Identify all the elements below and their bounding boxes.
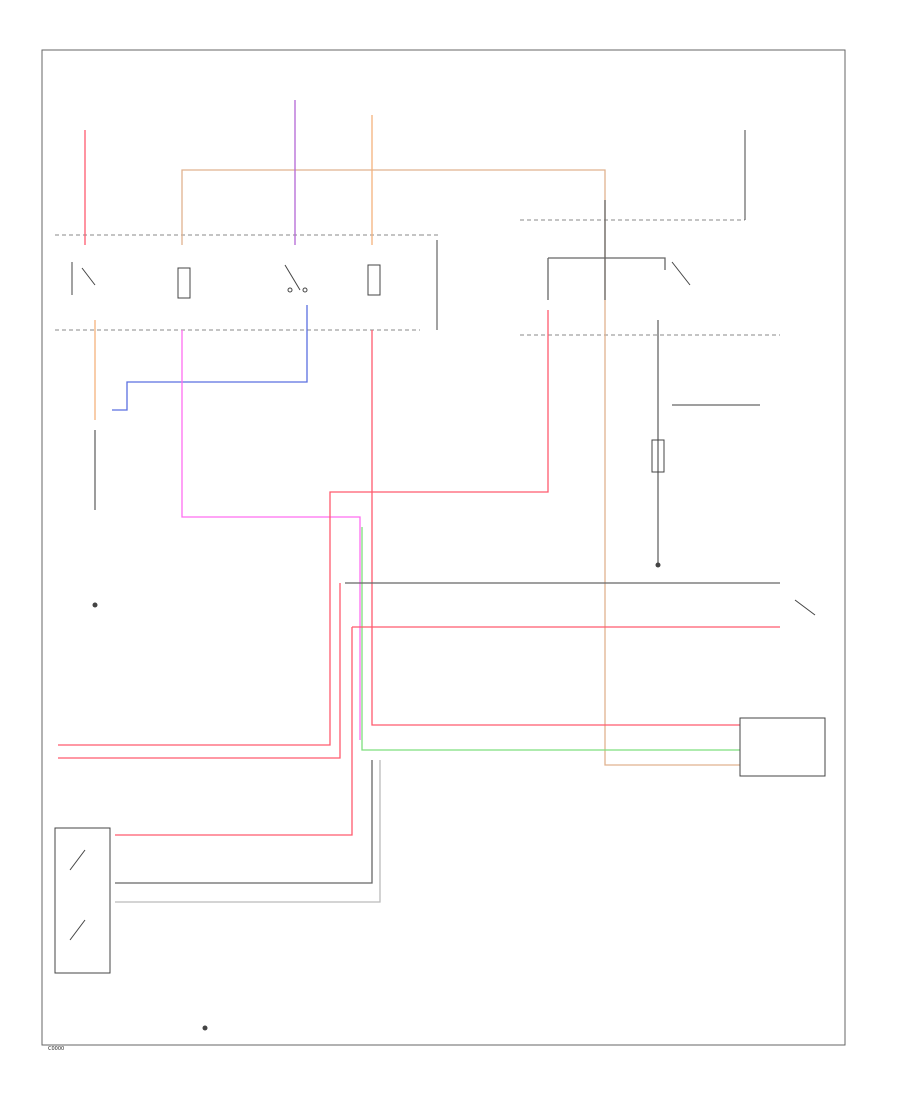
diagram-frame: [41, 49, 846, 1046]
ground-lower-icon: [202, 1025, 208, 1031]
blue-wire: [112, 305, 308, 411]
red-connector-wire: [58, 583, 341, 759]
lower-left-module: [54, 827, 111, 974]
gray-lower-wire: [115, 760, 373, 884]
ground-right-icon: [655, 562, 661, 568]
relay-2: [367, 264, 381, 296]
wires: [58, 100, 780, 903]
pink-wire: [181, 330, 361, 740]
corner-code: C0000: [48, 1046, 64, 1052]
red-center-wire: [371, 330, 740, 726]
gray-right-top-wire: [548, 257, 666, 270]
component-boundaries: [55, 130, 780, 336]
relay-1: [177, 267, 191, 299]
red-pressure-drop-wire: [115, 627, 353, 836]
green-wire: [361, 527, 740, 751]
red-right-wire: [58, 310, 549, 746]
right-connector-block: [739, 717, 826, 777]
tan-bus-wire: [181, 169, 740, 766]
ltgray-lower-wire: [115, 760, 381, 903]
ground-left-icon: [92, 602, 98, 608]
sensor-box: [651, 439, 665, 473]
components: [54, 261, 826, 1031]
